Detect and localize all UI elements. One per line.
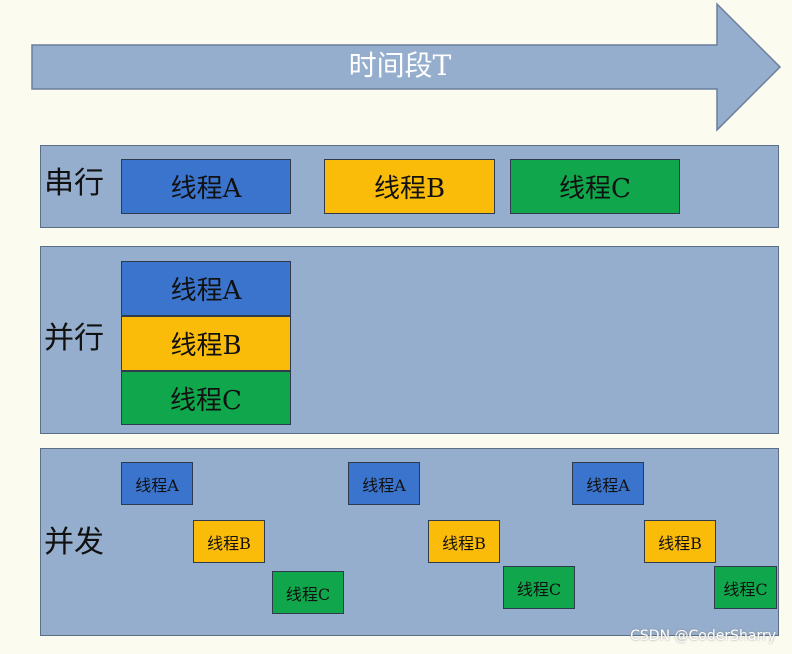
serial-thread-b: 线程B <box>324 159 495 214</box>
parallel-thread-a: 线程A <box>121 261 291 316</box>
concurrent-thread-b-1: 线程B <box>193 520 265 563</box>
concurrent-thread-c-2: 线程C <box>503 566 575 609</box>
concurrent-thread-c-3: 线程C <box>714 566 777 609</box>
concurrent-thread-a-1: 线程A <box>121 462 193 505</box>
concurrent-label: 并发 <box>44 525 104 560</box>
watermark: CSDN @CoderSharry <box>630 628 776 644</box>
time-arrow-label: 时间段T <box>348 49 452 82</box>
concurrent-thread-c-1: 线程C <box>272 571 344 614</box>
concurrent-thread-a-3: 线程A <box>572 462 644 505</box>
parallel-thread-c: 线程C <box>121 371 291 425</box>
serial-thread-c: 线程C <box>510 159 680 214</box>
parallel-label: 并行 <box>44 321 104 356</box>
concurrent-thread-a-2: 线程A <box>348 462 420 505</box>
concurrent-thread-b-3: 线程B <box>644 520 716 563</box>
concurrent-thread-b-2: 线程B <box>428 520 500 563</box>
parallel-thread-b: 线程B <box>121 316 291 371</box>
serial-label: 串行 <box>44 166 104 201</box>
serial-thread-a: 线程A <box>121 159 291 214</box>
time-arrow <box>31 2 782 132</box>
